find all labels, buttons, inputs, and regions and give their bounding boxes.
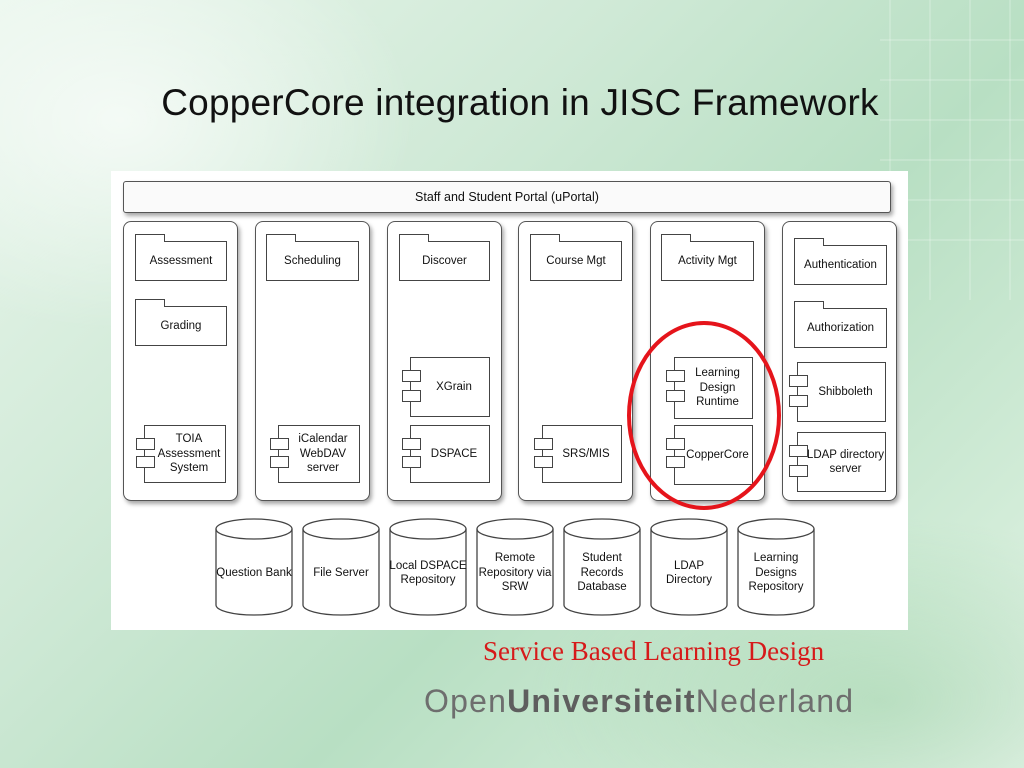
database-label: Local DSPACE Repository (389, 559, 467, 587)
component-label: iCalendar WebDAV server (298, 433, 348, 475)
architecture-diagram: Staff and Student Portal (uPortal) Asses… (111, 171, 908, 630)
component-icalendar: iCalendar WebDAV server (270, 425, 360, 483)
database-label: Student Records Database (577, 552, 627, 594)
component-dspace: DSPACE (402, 425, 490, 483)
component-port-icon (402, 456, 421, 468)
slide-subtitle: Service Based Learning Design (483, 636, 825, 666)
database-ldap-directory: LDAP Directory (650, 517, 728, 617)
logo-text-nederland: Nederland (695, 683, 855, 719)
database-local-dspace: Local DSPACE Repository (389, 517, 467, 617)
component-label: SRS/MIS (562, 447, 610, 460)
database-label: File Server (313, 566, 369, 579)
university-logo: OpenUniversiteitNederland (424, 683, 854, 720)
component-port-icon (402, 390, 421, 402)
logo-text-universiteit: Universiteit (507, 683, 696, 719)
folder-assessment: Assessment (134, 234, 227, 281)
component-port-icon (534, 438, 553, 450)
component-label: XGrain (436, 380, 472, 393)
component-port-icon (402, 370, 421, 382)
component-label: DSPACE (430, 447, 478, 460)
database-question-bank: Question Bank (215, 517, 293, 617)
database-cylinder-icon (302, 518, 380, 616)
database-cylinder-icon (650, 518, 728, 616)
folder-discover: Discover (398, 234, 490, 281)
database-cylinder-icon (563, 518, 641, 616)
service-column-authentication: Authentication Authorization Shibboleth … (782, 221, 897, 501)
database-cylinder-icon (476, 518, 554, 616)
service-column-course-mgt: Course Mgt SRS/MIS (518, 221, 633, 501)
logo-text-open: Open (424, 683, 508, 719)
component-port-icon (789, 465, 808, 477)
database-cylinder-icon (215, 518, 293, 616)
component-label: TOIA Assessment System (157, 433, 221, 475)
component-label: Shibboleth (818, 385, 873, 398)
folder-grading: Grading (134, 299, 227, 346)
component-ldap-directory-server: LDAP directory server (789, 432, 886, 492)
component-port-icon (136, 438, 155, 450)
database-label: Remote Repository via SRW (478, 552, 552, 594)
component-port-icon (789, 395, 808, 407)
database-label: LDAP Directory (665, 559, 712, 587)
component-port-icon (402, 438, 421, 450)
database-student-records: Student Records Database (563, 517, 641, 617)
database-label: Learning Designs Repository (748, 552, 804, 594)
database-cylinder-icon (389, 518, 467, 616)
database-remote-repository: Remote Repository via SRW (476, 517, 554, 617)
database-label: Question Bank (216, 566, 292, 579)
folder-authorization: Authorization (793, 301, 887, 348)
database-learning-designs: Learning Designs Repository (737, 517, 815, 617)
service-column-assessment: Assessment Grading TOIA Assessment Syste… (123, 221, 238, 501)
portal-bar: Staff and Student Portal (uPortal) (123, 181, 891, 213)
component-port-icon (789, 445, 808, 457)
folder-scheduling: Scheduling (265, 234, 359, 281)
component-toia: TOIA Assessment System (136, 425, 226, 483)
service-column-discover: Discover XGrain DSPACE (387, 221, 502, 501)
component-xgrain: XGrain (402, 357, 490, 417)
component-label: LDAP directory server (806, 448, 885, 476)
highlight-ellipse (627, 321, 781, 510)
folder-course-mgt: Course Mgt (529, 234, 622, 281)
database-file-server: File Server (302, 517, 380, 617)
database-cylinder-icon (737, 518, 815, 616)
component-port-icon (534, 456, 553, 468)
folder-activity-mgt: Activity Mgt (660, 234, 754, 281)
component-srs-mis: SRS/MIS (534, 425, 622, 483)
slide-title: CopperCore integration in JISC Framework (161, 82, 879, 123)
component-port-icon (270, 456, 289, 468)
component-port-icon (789, 375, 808, 387)
service-column-scheduling: Scheduling iCalendar WebDAV server (255, 221, 370, 501)
component-shibboleth: Shibboleth (789, 362, 886, 422)
component-port-icon (270, 438, 289, 450)
folder-authentication: Authentication (793, 238, 887, 285)
component-port-icon (136, 456, 155, 468)
